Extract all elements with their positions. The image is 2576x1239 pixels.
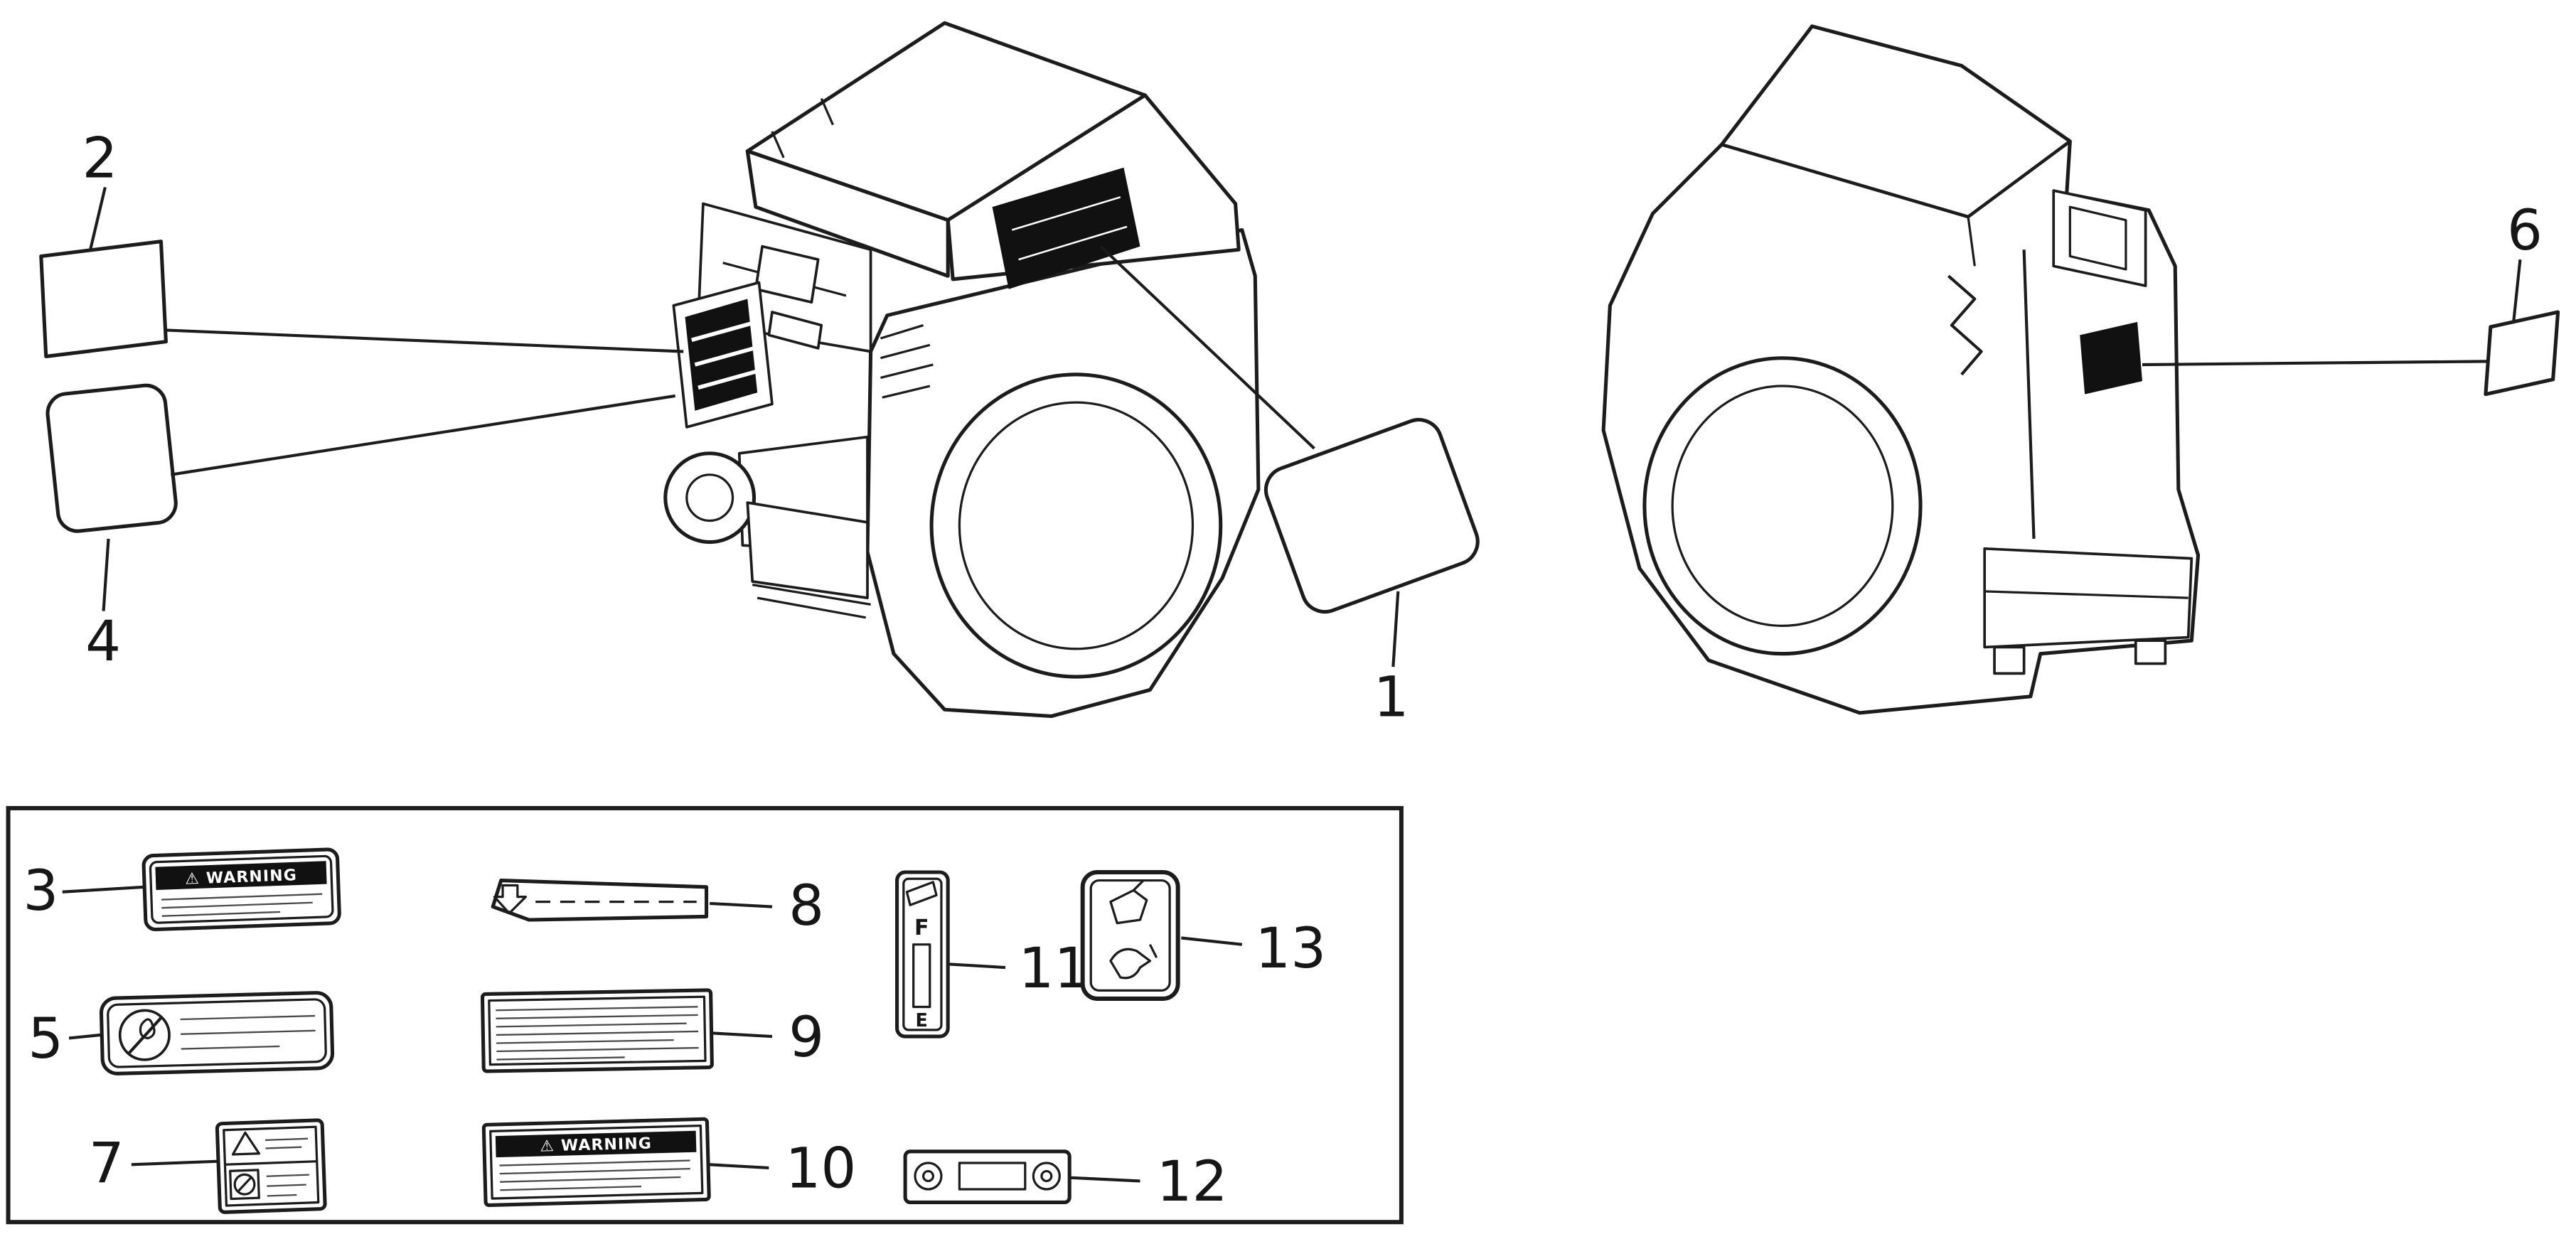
gauge-empty-letter: E bbox=[916, 1009, 928, 1031]
leader-line-11 bbox=[949, 962, 1006, 970]
no-flame-icon bbox=[118, 1009, 171, 1061]
fine-print-lines bbox=[180, 1014, 316, 1050]
label-1 bbox=[1263, 418, 1480, 614]
fine-print-lines bbox=[161, 893, 323, 917]
leader-line-12 bbox=[1071, 1176, 1140, 1183]
label-9 bbox=[480, 988, 714, 1073]
fan-cover-ring-inner bbox=[958, 401, 1195, 650]
callout-12: 12 bbox=[1157, 1149, 1228, 1214]
oil-can-icon bbox=[1109, 879, 1148, 925]
legend-panel: ⚠ WARNING 3 5 bbox=[6, 805, 1404, 1225]
callout-1: 1 bbox=[1374, 664, 1409, 729]
label-3: ⚠ WARNING bbox=[141, 847, 341, 932]
warning-band bbox=[155, 861, 327, 891]
side-stripe-label bbox=[672, 281, 774, 429]
fine-print-lines bbox=[264, 1137, 309, 1149]
label-2 bbox=[39, 240, 168, 358]
fine-print-lines bbox=[266, 1174, 309, 1197]
callout-13: 13 bbox=[1255, 916, 1326, 981]
cover-bolt-marks bbox=[771, 97, 834, 159]
callout-5: 5 bbox=[28, 1006, 63, 1071]
label-4 bbox=[46, 383, 178, 533]
leader-line-6-number bbox=[2512, 259, 2522, 323]
leader-line-8 bbox=[710, 901, 773, 908]
leader-line-10 bbox=[710, 1163, 769, 1170]
leader-line-6 bbox=[2142, 360, 2488, 367]
callout-8: 8 bbox=[789, 873, 824, 938]
leader-line-9 bbox=[712, 1031, 773, 1039]
fine-print-lines bbox=[496, 1006, 699, 1061]
leader-line-4 bbox=[170, 394, 675, 476]
leader-line-2-number bbox=[89, 186, 107, 250]
label-11: F E bbox=[895, 870, 950, 1039]
fuel-cap-icon bbox=[905, 881, 938, 906]
callout-11: 11 bbox=[1019, 935, 1090, 1001]
fan-cover-ring-outer bbox=[929, 372, 1223, 679]
no-icon bbox=[229, 1169, 260, 1201]
callout-6: 6 bbox=[2507, 198, 2543, 263]
label-12 bbox=[903, 1149, 1071, 1205]
leader-line-7 bbox=[131, 1159, 219, 1166]
oil-check-hand-icon bbox=[1109, 943, 1158, 980]
leader-line-3 bbox=[62, 885, 145, 894]
label-13 bbox=[1080, 870, 1180, 1001]
leader-line-5 bbox=[68, 1033, 102, 1040]
callout-9: 9 bbox=[789, 1004, 824, 1070]
label-7 bbox=[215, 1118, 327, 1214]
base-skid bbox=[1983, 547, 2193, 675]
top-emblem-label bbox=[992, 167, 1140, 289]
fine-print-lines bbox=[499, 1159, 690, 1191]
callout-10: 10 bbox=[785, 1136, 856, 1201]
fan-cover-ring-outer bbox=[1642, 356, 1923, 656]
warning-band bbox=[495, 1130, 697, 1158]
engine-front-view bbox=[663, 21, 1261, 719]
top-cover-edges bbox=[1721, 139, 2071, 267]
gauge-slot bbox=[912, 943, 931, 1009]
label-5 bbox=[99, 991, 335, 1076]
callout-2: 2 bbox=[82, 126, 118, 191]
leader-line-1-number bbox=[1391, 591, 1400, 667]
callout-3: 3 bbox=[23, 858, 58, 923]
down-arrow-icon bbox=[493, 884, 528, 915]
top-cover-left-face bbox=[745, 149, 950, 278]
engine-rear-view bbox=[1601, 24, 2201, 715]
starter-box bbox=[2052, 189, 2147, 287]
warning-band-text: ⚠ WARNING bbox=[185, 867, 297, 888]
leader-line-2 bbox=[166, 328, 684, 353]
fan-cover-ring-inner bbox=[1671, 385, 1894, 628]
rear-spec-label bbox=[2080, 321, 2143, 395]
label-8 bbox=[491, 879, 709, 922]
notched-edge bbox=[1947, 274, 1983, 376]
leader-line-4-number bbox=[102, 538, 110, 611]
leader-line-13 bbox=[1181, 936, 1243, 946]
plate-window bbox=[958, 1162, 1027, 1191]
gauge-full-letter: F bbox=[914, 916, 929, 940]
warning-triangle-icon bbox=[231, 1131, 261, 1156]
housing-edge bbox=[2022, 250, 2036, 539]
base-skid bbox=[746, 501, 871, 619]
callout-4: 4 bbox=[85, 608, 121, 674]
cooling-fins bbox=[880, 323, 934, 399]
warning-band-text: ⚠ WARNING bbox=[540, 1135, 652, 1155]
label-6 bbox=[2484, 310, 2560, 397]
leader-line-1 bbox=[1099, 245, 1315, 450]
label-10: ⚠ WARNING bbox=[481, 1117, 711, 1207]
plate-hole-right bbox=[1032, 1162, 1061, 1191]
legend-panel-border bbox=[6, 805, 1404, 1225]
plate-hole-left bbox=[914, 1162, 943, 1191]
callout-7: 7 bbox=[89, 1131, 124, 1196]
